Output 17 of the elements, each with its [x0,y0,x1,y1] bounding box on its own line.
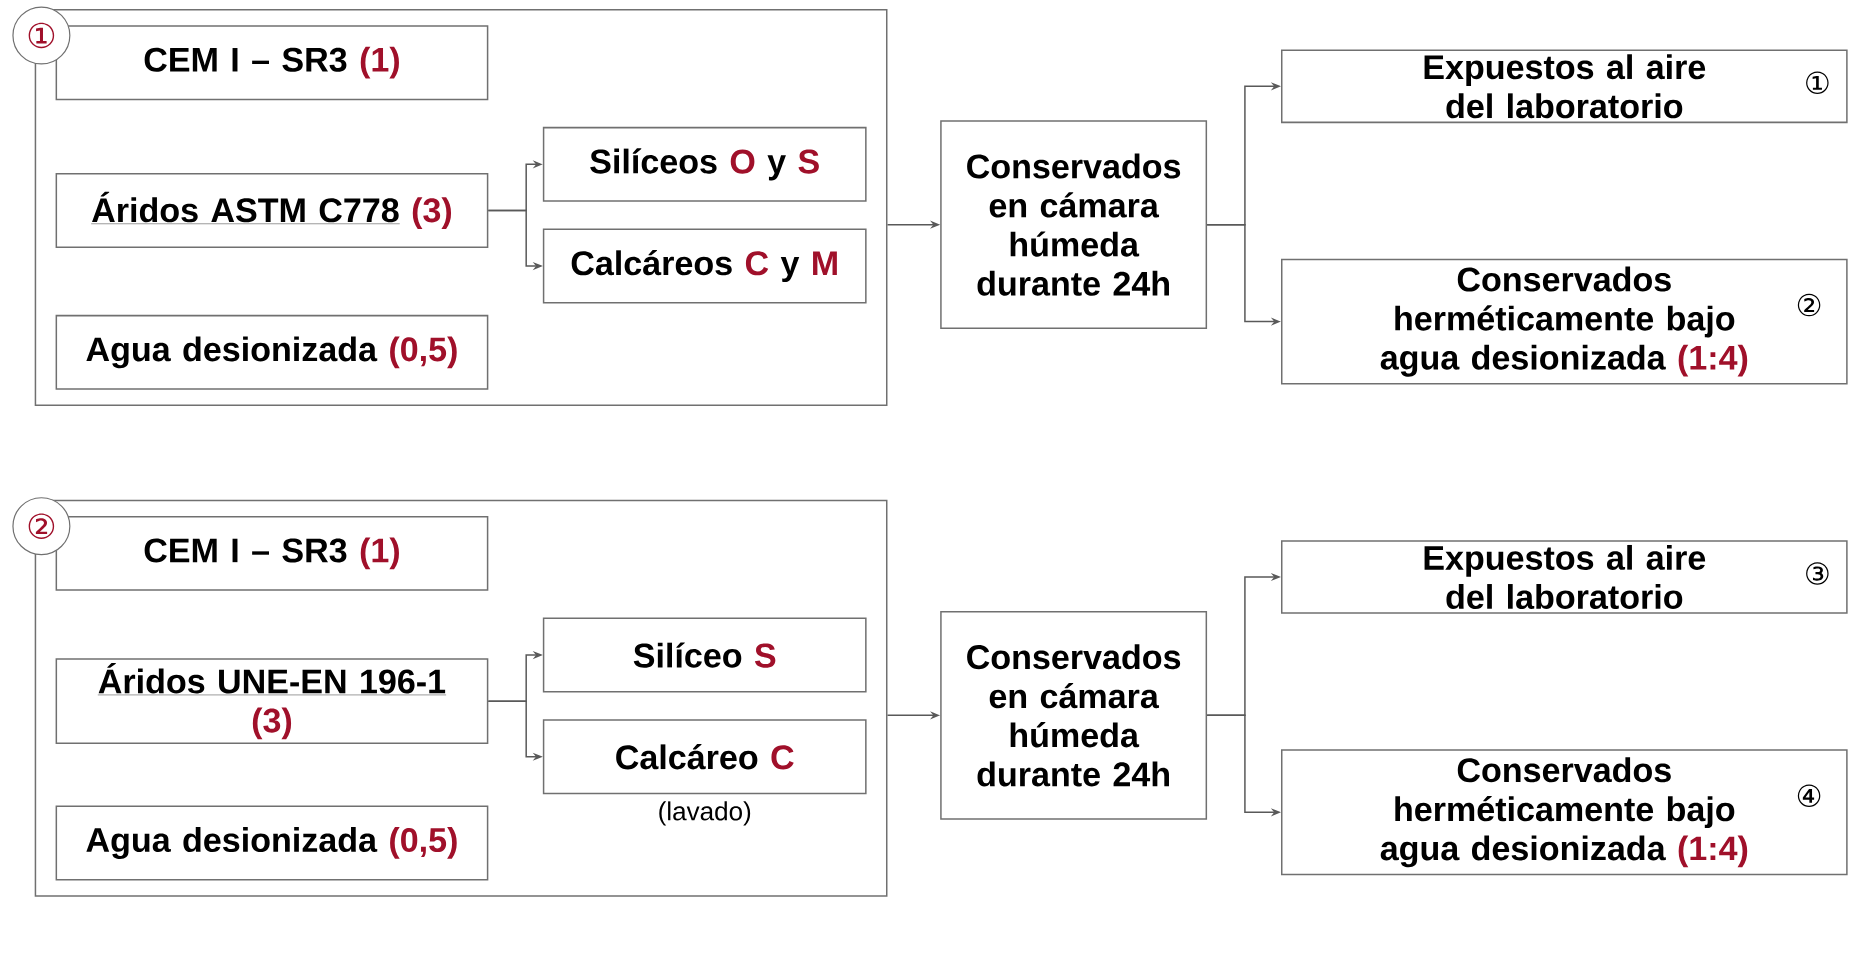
circled-number: ③ [1806,562,1829,585]
process-box: Agua desionizada (0,5) [55,805,489,881]
process-box: Silíceo S [542,617,867,693]
circled-number: ② [1797,294,1821,317]
process-box: Áridos ASTM C778 (3) [55,173,489,249]
circled-number: ④ [1797,784,1821,808]
process-box: CEM I – SR3 (1) [55,516,489,592]
process-box: Calcáreos C y M [542,228,867,304]
process-box: Agua desionizada (0,5) [55,315,489,391]
note-text: (lavado) [659,801,751,826]
process-box: Áridos UNE-EN 196-1 (3) [55,658,489,745]
process-box: Calcáreo C [542,719,867,795]
process-box: CEM I – SR3 (1) [55,25,489,101]
process-box: Conservados en cámara húmeda durante 24h [940,120,1208,330]
process-box: Silíceos O y S [542,127,867,203]
circled-number: ① [1806,71,1829,95]
process-box: Conservados en cámara húmeda durante 24h [940,611,1208,820]
